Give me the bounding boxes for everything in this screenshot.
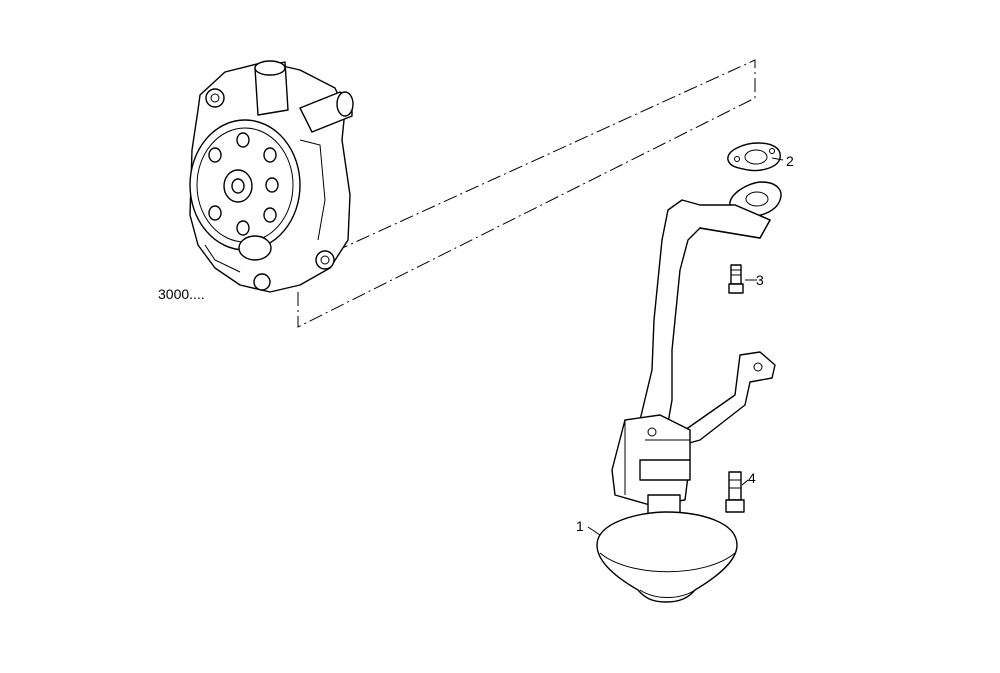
- bolt-small: [728, 264, 744, 294]
- callout-pump-ref: 3000....: [158, 286, 205, 302]
- assembly-centerline: [297, 59, 756, 328]
- callout-part-4: 4: [748, 470, 756, 486]
- gasket: [727, 142, 781, 172]
- oil-pump-body: [189, 60, 354, 293]
- bolt-large: [725, 471, 745, 513]
- oil-pickup-tube: [596, 181, 782, 603]
- leader-lines: [587, 157, 784, 536]
- callout-part-2: 2: [786, 153, 794, 169]
- callout-part-3: 3: [756, 272, 764, 288]
- callout-part-1: 1: [576, 518, 584, 534]
